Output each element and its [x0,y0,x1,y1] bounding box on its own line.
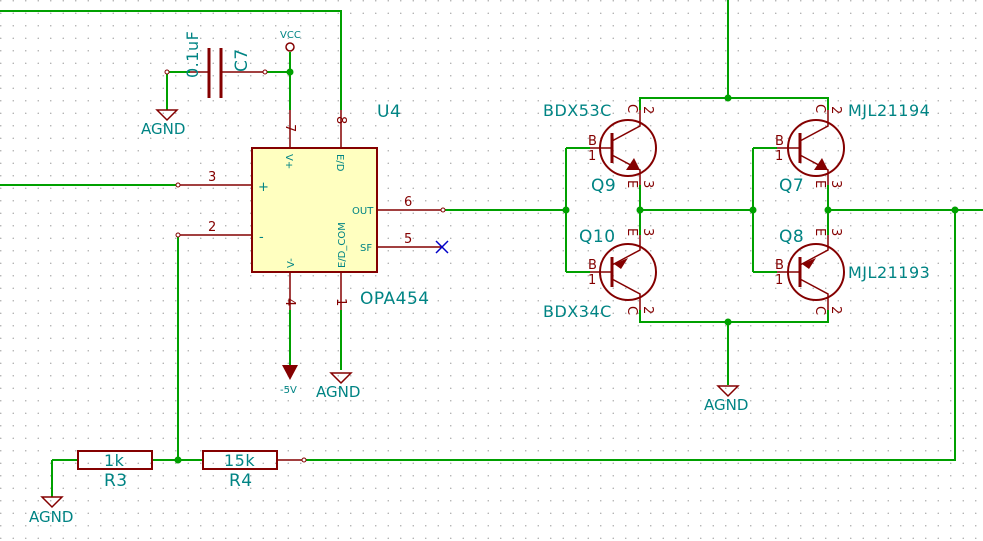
wire-top-collectors [639,0,829,110]
resistor-r4[interactable]: 15k R4 [202,450,307,491]
resistor-r4-value: 15k [224,451,255,470]
q8-value: MJL21193 [848,263,930,282]
q7-e-letter: E [812,180,827,188]
q10-ref: Q10 [579,227,616,247]
wire-top-ed [0,10,342,110]
opamp-vminus-label: V- [286,258,297,268]
neg5v-label: -5V [280,385,297,396]
opamp-ref: U4 [377,102,401,122]
opamp-minus-label: - [259,230,264,245]
q8-c-letter: C [812,306,827,315]
transistor-q9[interactable]: B 1 C 2 E 3 Q9 BDX53C [543,101,657,196]
q7-b-letter: B [775,134,784,149]
junctions [174,68,959,464]
q9-b-letter: B [588,134,597,149]
power-agnd-opamp[interactable]: AGND [316,372,360,401]
capacitor-value: 0.1uF [183,31,202,78]
q10-c-letter: C [624,306,639,315]
opamp-vplus-label: V+ [283,154,294,169]
q7-b-num: 1 [775,149,783,164]
q9-c-letter: C [624,104,639,113]
opamp-pin-6: 6 [404,195,412,210]
opamp-pin-5: 5 [404,232,412,247]
q9-b-num: 1 [588,149,596,164]
opamp-pin-8: 8 [333,116,348,124]
resistor-r4-ref: R4 [229,471,253,491]
vcc-label: VCC [280,30,301,41]
q8-ref: Q8 [779,227,804,247]
transistor-q7[interactable]: B 1 C 2 E 3 Q7 MJL21194 [775,101,930,196]
opamp-plus-label: + [258,180,269,195]
agnd-r3-label: AGND [29,508,73,526]
q7-e-num: 3 [828,180,843,188]
q7-ref: Q7 [779,176,804,196]
agnd-opamp-label: AGND [316,383,360,401]
capacitor-c7[interactable]: 0.1uF C7 [164,31,268,98]
q10-e-num: 3 [640,228,655,236]
q9-e-num: 3 [640,180,655,188]
opamp-pin-4: 4 [282,298,297,306]
power-agnd-output[interactable]: AGND [704,385,748,414]
opamp-out-label: OUT [352,206,374,217]
opamp-pin-1: 1 [333,298,348,306]
agnd-cap-label: AGND [141,120,185,138]
wires [0,0,983,497]
q9-value: BDX53C [543,101,612,120]
q7-value: MJL21194 [848,101,930,120]
wire-feedback-return [304,210,956,461]
no-connect-marker [435,240,449,254]
transistor-q8[interactable]: B 1 E 3 C 2 Q8 MJL21193 [775,227,930,315]
opamp-pin-2: 2 [208,220,216,235]
capacitor-ref: C7 [232,48,252,72]
q10-c-num: 2 [640,306,655,314]
q8-b-letter: B [775,258,784,273]
resistor-r3-ref: R3 [104,471,128,491]
q7-c-num: 2 [828,106,843,114]
opamp-pin-3: 3 [208,170,216,185]
resistor-r3[interactable]: 1k R3 [77,450,153,491]
opamp-pin-7: 7 [282,124,297,132]
opamp-sf-label: SF [360,243,372,254]
q8-b-num: 1 [775,273,783,288]
q10-value: BDX34C [543,302,612,321]
q10-b-num: 1 [588,273,596,288]
q8-e-num: 3 [828,228,843,236]
opamp-u4[interactable]: 3 2 7 8 4 1 6 5 + - V+ E/D V- E/D_COM OU… [175,102,449,310]
power-vcc[interactable]: VCC [280,30,301,52]
resistor-r3-value: 1k [104,451,125,470]
wire-cap-agnd [166,71,190,110]
power-neg5v[interactable]: -5V [280,365,298,396]
wire-r3-agnd [51,459,78,497]
opamp-edcom-label: E/D_COM [337,222,348,268]
q10-b-letter: B [588,258,597,273]
q8-e-letter: E [812,228,827,236]
q9-c-num: 2 [640,106,655,114]
opamp-ed-label: E/D [334,154,345,172]
q7-c-letter: C [812,104,827,113]
q10-e-letter: E [624,228,639,236]
q8-c-num: 2 [828,306,843,314]
wire-bottom-collectors [639,310,829,385]
power-agnd-r3[interactable]: AGND [29,496,73,526]
q9-e-letter: E [624,180,639,188]
power-agnd-cap[interactable]: AGND [141,109,185,138]
opamp-value: OPA454 [360,289,430,309]
q9-ref: Q9 [591,176,616,196]
transistor-q10[interactable]: B 1 E 3 C 2 Q10 BDX34C [543,227,657,321]
agnd-output-label: AGND [704,396,748,414]
